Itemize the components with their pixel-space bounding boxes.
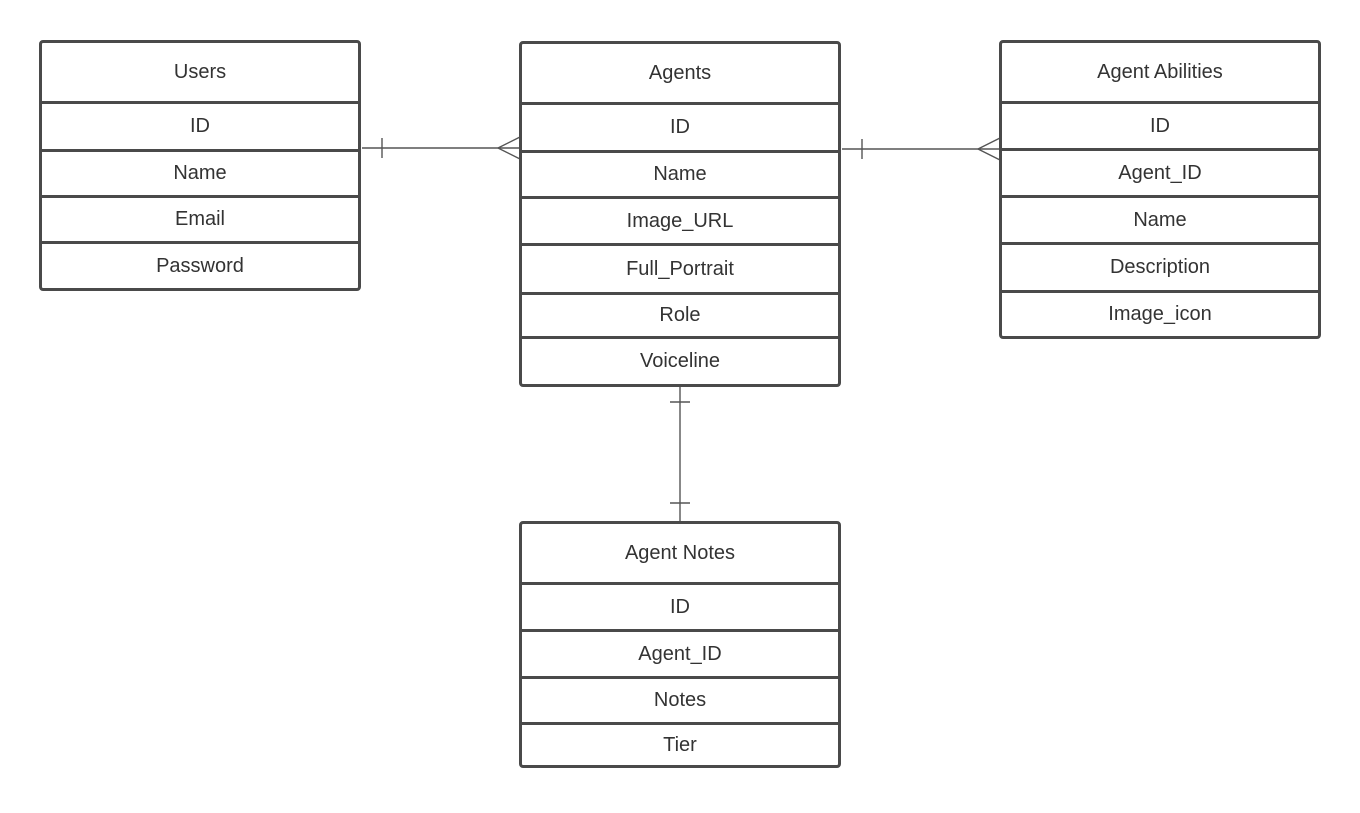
agent-abilities-field-agent-id: Agent_ID: [1002, 148, 1318, 195]
agents-field-id: ID: [670, 116, 690, 138]
agents-field-name: Name: [522, 150, 838, 196]
users-table-title: Users: [42, 43, 358, 104]
agent-notes-field-notes: Notes: [522, 676, 838, 722]
users-field-password: Password: [42, 241, 358, 288]
agent-notes-field-tier: Tier: [522, 722, 838, 765]
agent-abilities-field-name: Name: [1002, 195, 1318, 242]
agents-field-voiceline: Voiceline: [522, 336, 838, 384]
agent-notes-field-agent-id: Agent_ID: [522, 629, 838, 676]
agent-abilities-field-image-icon: Image_icon: [1002, 290, 1318, 336]
crow-foot-lower: [497, 147, 521, 160]
agent-notes-field-id: ID: [670, 595, 690, 618]
users-field-id: ID: [190, 115, 210, 137]
agent-notes-table-title: Agent Notes: [522, 524, 838, 585]
agents-field-image-url: Image_URL: [522, 196, 838, 243]
users-table[interactable]: Users ID Name Email Password: [39, 40, 361, 291]
agents-table-title: Agents: [522, 44, 838, 105]
agent-abilities-table-title: Agent Abilities: [1002, 43, 1318, 104]
agent-abilities-field-id: ID: [1150, 114, 1170, 137]
agent-abilities-table[interactable]: Agent Abilities ID Agent_ID Name Descrip…: [999, 40, 1321, 339]
agent-notes-table[interactable]: Agent Notes ID Agent_ID Notes Tier: [519, 521, 841, 768]
crow-foot-upper: [977, 137, 1001, 150]
agents-abilities-connector: [842, 137, 1001, 161]
agents-field-role: Role: [522, 292, 838, 336]
agents-table[interactable]: Agents ID Name Image_URL Full_Portrait R…: [519, 41, 841, 387]
agent-abilities-field-description: Description: [1002, 242, 1318, 290]
agents-field-full-portrait: Full_Portrait: [522, 243, 838, 292]
crow-foot-lower: [977, 148, 1001, 161]
users-field-email: Email: [42, 195, 358, 241]
agents-notes-connector: [670, 384, 690, 522]
crow-foot-upper: [497, 136, 521, 149]
users-agents-connector: [362, 136, 521, 160]
users-field-name: Name: [42, 149, 358, 195]
